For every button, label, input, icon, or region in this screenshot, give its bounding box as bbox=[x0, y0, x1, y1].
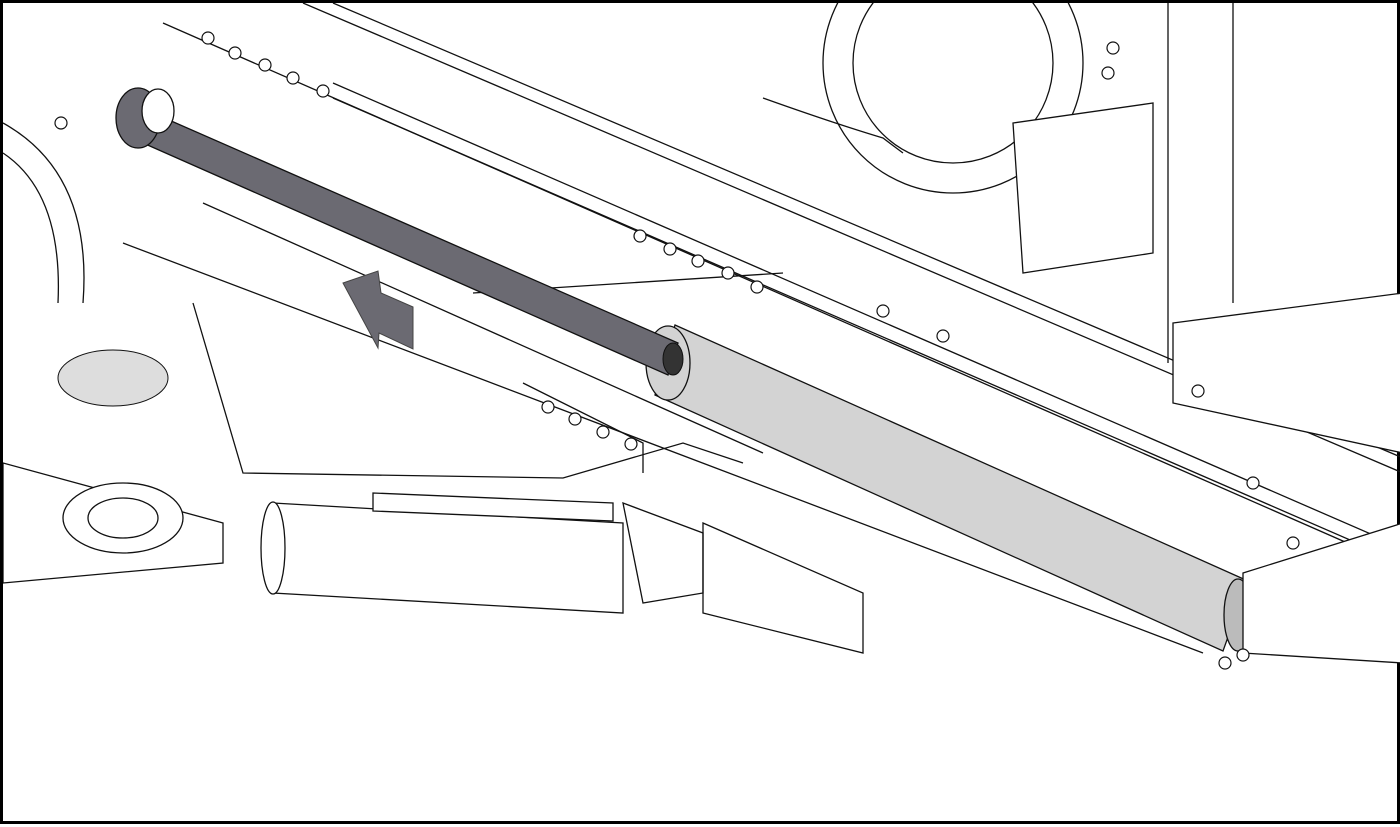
axle-shaft bbox=[115, 87, 684, 376]
left-sprocket bbox=[3, 122, 85, 304]
steering-cylinder bbox=[260, 492, 864, 654]
technical-drawing bbox=[3, 3, 1400, 670]
left-hub-assembly bbox=[3, 349, 224, 584]
frame-rails bbox=[122, 3, 1400, 654]
bolts bbox=[54, 31, 1300, 670]
direction-arrow-icon bbox=[342, 270, 414, 350]
upper-wheel-assembly bbox=[762, 3, 1154, 274]
bracket-plate bbox=[192, 302, 744, 479]
